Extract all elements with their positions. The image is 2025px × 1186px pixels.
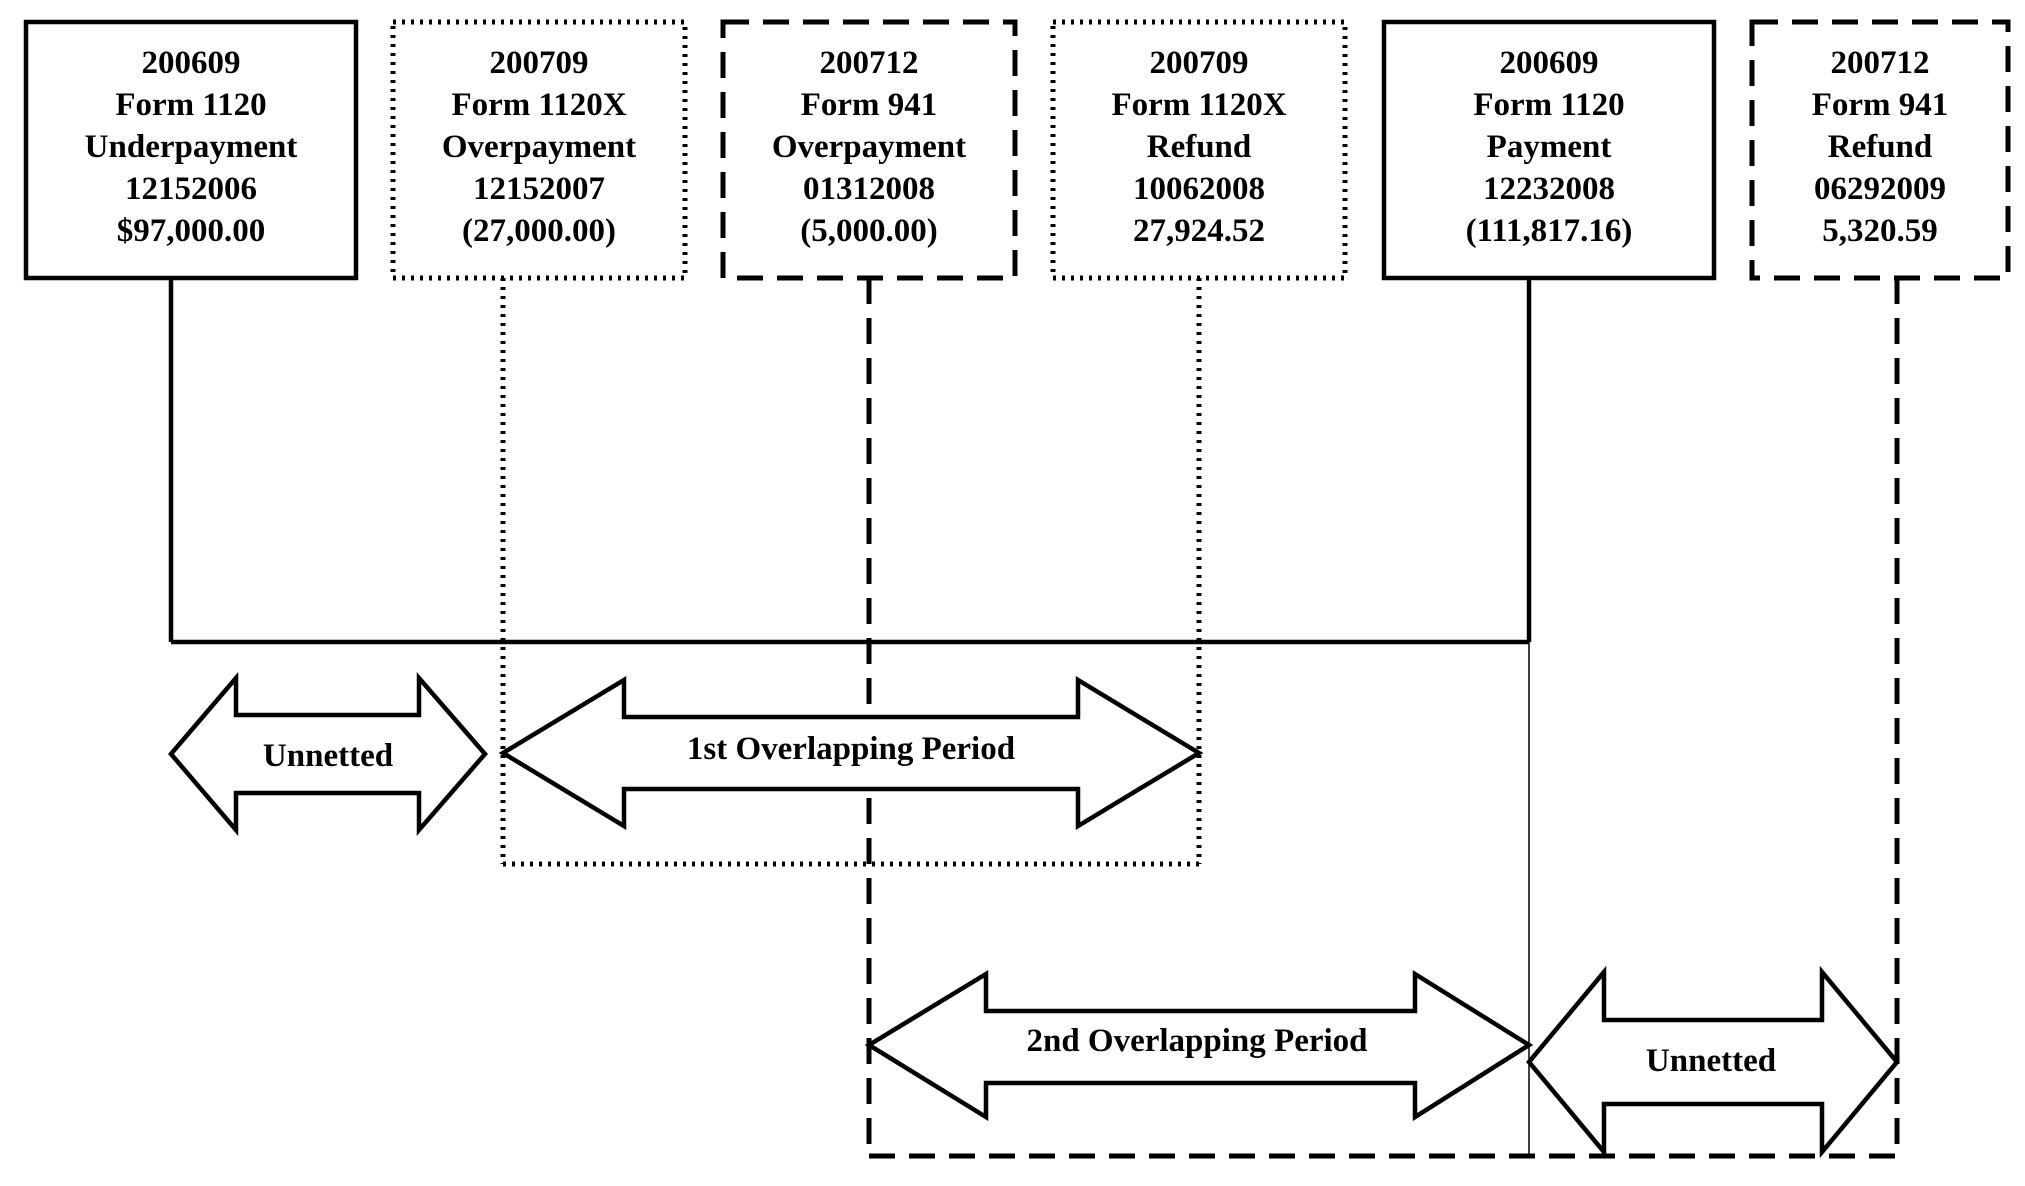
dashed-connector	[866, 278, 1900, 1159]
box-form1120x-overpayment: 200709 Form 1120X Overpayment 12152007 (…	[390, 19, 688, 281]
arrow-unnetted-right: Unnetted	[1526, 965, 1900, 1159]
box6-line5: 5,320.59	[1822, 213, 1938, 249]
arrow-unnetted-left: Unnetted	[168, 671, 488, 837]
box4-line3: Refund	[1147, 129, 1252, 165]
box5-line2: Form 1120	[1473, 87, 1624, 123]
box4-line4: 10062008	[1133, 171, 1265, 207]
arrow-1st-overlapping-period: 1st Overlapping Period	[498, 676, 1204, 830]
box1-line2: Form 1120	[115, 87, 266, 123]
arrow-1st-overlapping-label: 1st Overlapping Period	[687, 731, 1015, 767]
box5-line5: (111,817.16)	[1466, 213, 1633, 249]
box4-line1: 200709	[1150, 45, 1249, 81]
solid-connector	[168, 278, 1532, 645]
box6-line1: 200712	[1831, 45, 1930, 81]
box-form1120-payment: 200609 Form 1120 Payment 12232008 (111,8…	[1381, 19, 1717, 281]
box-form941-refund: 200712 Form 941 Refund 06292009 5,320.59	[1749, 19, 2011, 281]
box3-line3: Overpayment	[772, 129, 966, 165]
arrow-2nd-overlapping-period: 2nd Overlapping Period	[864, 969, 1534, 1122]
box6-line2: Form 941	[1812, 87, 1949, 123]
box2-line1: 200709	[490, 45, 589, 81]
box5-line3: Payment	[1487, 129, 1612, 165]
box-form1120x-refund: 200709 Form 1120X Refund 10062008 27,924…	[1050, 19, 1348, 281]
box1-line5: $97,000.00	[117, 213, 266, 249]
box2-line4: 12152007	[473, 171, 605, 207]
box2-line2: Form 1120X	[451, 87, 626, 123]
arrow-unnetted-left-label: Unnetted	[263, 738, 393, 774]
box1-line1: 200609	[142, 45, 241, 81]
box-form1120-underpayment: 200609 Form 1120 Underpayment 12152006 $…	[23, 19, 359, 281]
box1-line4: 12152006	[125, 171, 257, 207]
box4-line2: Form 1120X	[1111, 87, 1286, 123]
box3-line4: 01312008	[803, 171, 935, 207]
box2-line3: Overpayment	[442, 129, 636, 165]
arrow-2nd-overlapping-label: 2nd Overlapping Period	[1026, 1023, 1367, 1059]
box3-line5: (5,000.00)	[800, 213, 937, 249]
box4-line5: 27,924.52	[1133, 213, 1265, 249]
box-form941-overpayment: 200712 Form 941 Overpayment 01312008 (5,…	[720, 19, 1018, 281]
dotted-connector	[500, 278, 1202, 867]
box3-line2: Form 941	[801, 87, 938, 123]
box1-line3: Underpayment	[85, 129, 298, 165]
box5-line1: 200609	[1500, 45, 1599, 81]
box3-line1: 200712	[820, 45, 919, 81]
box5-line4: 12232008	[1483, 171, 1615, 207]
arrow-unnetted-right-label: Unnetted	[1646, 1043, 1776, 1079]
box6-line4: 06292009	[1814, 171, 1946, 207]
box6-line3: Refund	[1828, 129, 1933, 165]
box2-line5: (27,000.00)	[462, 213, 616, 249]
